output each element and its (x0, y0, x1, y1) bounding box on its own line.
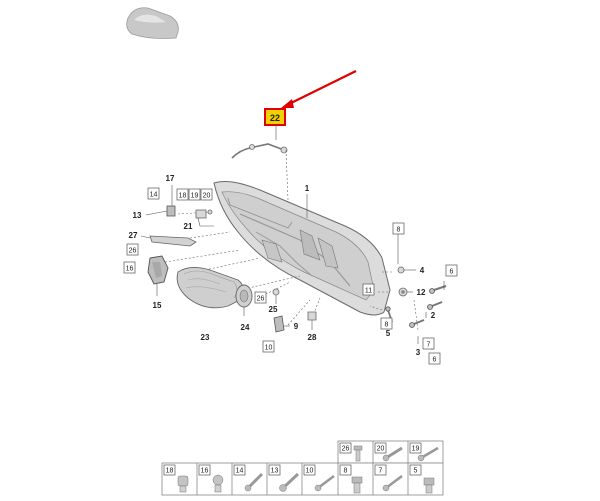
fastener-19-icon (417, 446, 439, 462)
lock-mechanism (147, 255, 169, 296)
label-27: 27 (129, 231, 138, 240)
label-2: 2 (431, 311, 436, 320)
fastener-16-icon (212, 474, 224, 493)
part-22-label: 22 (270, 113, 280, 123)
part-22-callout[interactable]: 22 (264, 108, 286, 126)
boxed-label-26-mid: 26 (257, 296, 265, 303)
fastener-8-icon (351, 476, 363, 494)
boxed-label-16: 16 (126, 266, 134, 273)
label-13: 13 (133, 211, 142, 220)
label-3: 3 (416, 348, 421, 357)
fastener-18-icon (177, 475, 189, 493)
boxed-label-20: 20 (203, 193, 211, 200)
fastener-26-icon (353, 445, 363, 462)
small-parts (272, 288, 317, 333)
boxed-label-6-lower: 6 (433, 357, 437, 364)
boxed-label-8-lower: 8 (385, 322, 389, 329)
fastener-20-icon (382, 446, 403, 462)
label-1: 1 (305, 184, 310, 193)
table-bottom-label-6: 7 (379, 468, 383, 475)
fastener-13-icon (279, 472, 300, 492)
hinge-parts (145, 185, 214, 227)
label-15: 15 (153, 301, 162, 310)
label-17: 17 (166, 174, 175, 183)
part-labels: 1 17 13 21 27 15 23 24 25 9 28 4 12 2 5 … (129, 174, 436, 357)
label-23: 23 (201, 333, 210, 342)
label-4: 4 (420, 266, 425, 275)
trim-panel (176, 267, 244, 309)
fastener-5-icon (423, 477, 435, 494)
fastener-table: 26 20 19 18 16 14 13 10 8 7 (161, 440, 444, 496)
boxed-label-11: 11 (365, 288, 372, 295)
boxed-labels: 14 18 19 20 26 16 26 10 8 11 6 8 7 6 (123, 187, 458, 365)
table-bottom-label-0: 18 (166, 468, 174, 475)
label-24: 24 (241, 323, 250, 332)
table-bottom-label-5: 8 (344, 468, 348, 475)
boxed-label-8: 8 (397, 227, 401, 234)
table-bottom-label-7: 5 (414, 468, 418, 475)
label-28: 28 (308, 333, 317, 342)
label-25: 25 (269, 305, 278, 314)
check-strap (231, 125, 289, 201)
table-bottom-label-3: 13 (271, 468, 279, 475)
door-shell (213, 181, 391, 316)
table-bottom-label-4: 10 (306, 468, 314, 475)
label-5: 5 (386, 329, 391, 338)
label-9: 9 (294, 322, 299, 331)
fastener-7-icon (382, 474, 403, 492)
boxed-label-26-left: 26 (129, 248, 137, 255)
label-21: 21 (184, 222, 193, 231)
highlight-arrow (281, 70, 357, 108)
boxed-label-10: 10 (265, 345, 273, 352)
car-silhouette-icon (126, 7, 179, 39)
boxed-label-14: 14 (150, 192, 158, 199)
label-12: 12 (417, 288, 426, 297)
table-bottom-label-2: 14 (236, 468, 244, 475)
fastener-10-icon (314, 474, 335, 492)
table-top-label-1: 20 (377, 446, 385, 453)
table-top-label-0: 26 (342, 446, 350, 453)
boxed-label-7: 7 (427, 342, 431, 349)
table-bottom-label-1: 16 (201, 468, 209, 475)
boxed-label-18: 18 (179, 193, 187, 200)
fastener-14-icon (244, 472, 264, 492)
boxed-label-19: 19 (191, 193, 199, 200)
boxed-label-6: 6 (450, 269, 454, 276)
handle-bracket (140, 235, 197, 247)
right-side-parts (385, 233, 447, 350)
table-top-label-2: 19 (412, 446, 420, 453)
speaker (235, 284, 253, 316)
guide-lines (164, 211, 419, 331)
